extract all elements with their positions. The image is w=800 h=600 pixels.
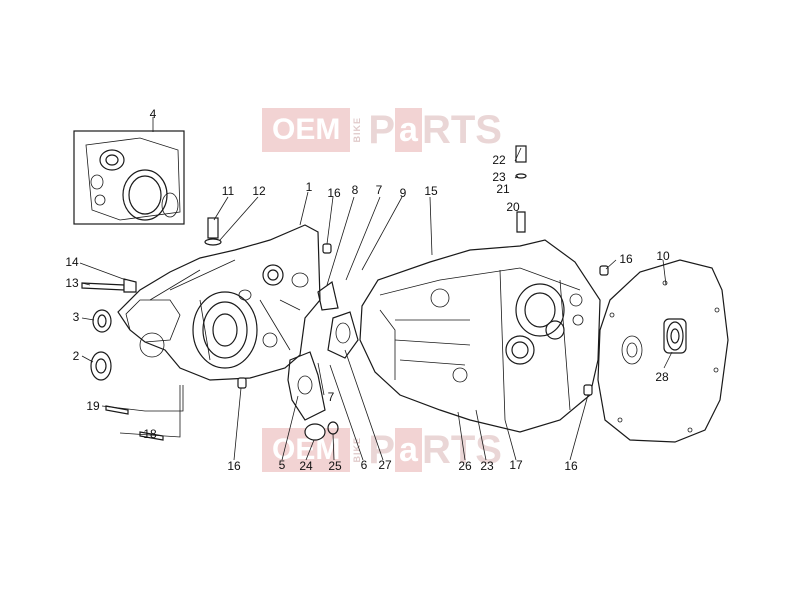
callout-27: 27 [378, 458, 392, 472]
callout-18: 18 [143, 427, 157, 441]
callout-16-bottom-left: 16 [227, 459, 241, 473]
callout-4: 4 [149, 107, 157, 121]
bearing-2 [90, 351, 112, 381]
callout-2: 2 [72, 349, 80, 363]
callout-11: 11 [221, 184, 235, 198]
callout-17: 17 [509, 458, 523, 472]
watermark-top: OEM BIKE P a RTS [262, 108, 502, 152]
bearing-28 [663, 318, 687, 354]
washer-25 [327, 421, 339, 435]
leader-lines [79, 117, 673, 461]
callout-12: 12 [252, 184, 266, 198]
callout-14: 14 [65, 255, 79, 269]
callout-3: 3 [72, 310, 80, 324]
callout-16-bottom-right: 16 [564, 459, 578, 473]
seal-3 [92, 309, 112, 333]
pin-16-d [583, 384, 593, 396]
right-crankcase-half [359, 239, 601, 433]
callout-28: 28 [655, 370, 669, 384]
callout-23-bottom: 23 [480, 459, 494, 473]
callout-20: 20 [506, 200, 520, 214]
callout-19: 19 [86, 399, 100, 413]
callout-7-top: 7 [375, 183, 383, 197]
callout-24: 24 [299, 459, 313, 473]
pin-16-b [599, 265, 609, 276]
callout-5: 5 [278, 458, 286, 472]
callout-15: 15 [424, 184, 438, 198]
callout-25: 25 [328, 459, 342, 473]
pin-16-a [322, 243, 332, 254]
callout-6: 6 [360, 458, 368, 472]
gasket-5 [287, 351, 326, 421]
callout-22: 22 [492, 153, 506, 167]
callout-16-top: 16 [327, 186, 341, 200]
breather-20-23 [515, 145, 527, 233]
cover-gasket [597, 259, 729, 443]
callout-8: 8 [351, 183, 359, 197]
plug-24 [304, 423, 326, 441]
callout-7-mid: 7 [327, 390, 335, 404]
screw-19 [105, 405, 129, 415]
callout-9: 9 [399, 186, 407, 200]
inset-detail-4 [73, 130, 185, 225]
sender-11 [204, 217, 222, 246]
callout-21: 21 [496, 182, 510, 196]
callout-1: 1 [305, 180, 313, 194]
plate-8 [317, 280, 339, 311]
pin-16-c [237, 377, 247, 389]
callout-16-right: 16 [619, 252, 633, 266]
left-crankcase-half [117, 224, 321, 381]
gasket-27 [327, 311, 359, 359]
callout-26: 26 [458, 459, 472, 473]
callout-10: 10 [656, 249, 670, 263]
watermark-bottom: OEM BIKE P a RTS [262, 428, 502, 472]
callout-23-top: 23 [492, 170, 506, 184]
callout-13: 13 [65, 276, 79, 290]
screw-13 [81, 278, 137, 293]
